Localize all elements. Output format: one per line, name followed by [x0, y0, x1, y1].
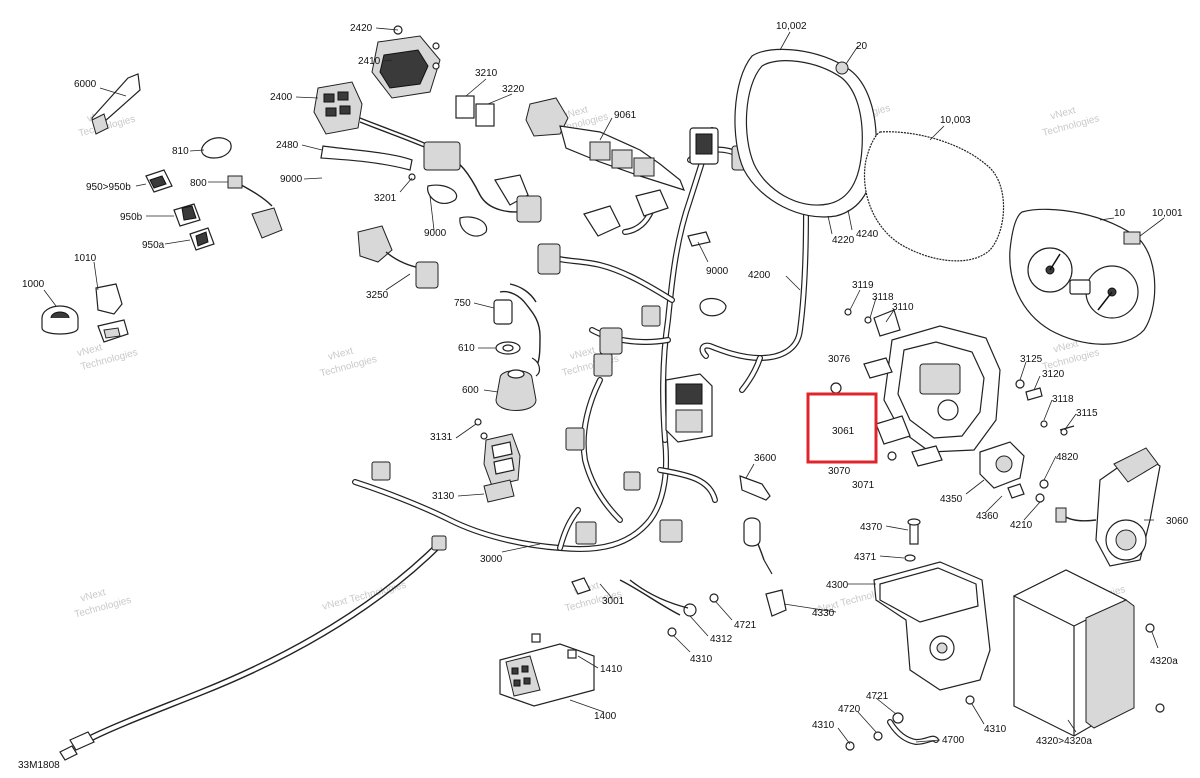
- label-3061[interactable]: 3061: [832, 426, 855, 437]
- label-4310-bottom[interactable]: 4310: [812, 720, 835, 731]
- label-10001[interactable]: 10,001: [1152, 208, 1183, 219]
- label-4320-range[interactable]: 4320>4320a: [1036, 736, 1092, 747]
- label-4820[interactable]: 4820: [1056, 452, 1079, 463]
- label-4240[interactable]: 4240: [856, 229, 879, 240]
- label-4720[interactable]: 4720: [838, 704, 861, 715]
- label-10002[interactable]: 10,002: [776, 21, 807, 32]
- label-3125[interactable]: 3125: [1020, 354, 1043, 365]
- label-950-range[interactable]: 950>950b: [86, 182, 131, 193]
- label-800[interactable]: 800: [190, 178, 207, 189]
- label-3070[interactable]: 3070: [828, 466, 851, 477]
- label-1400[interactable]: 1400: [594, 711, 617, 722]
- label-3115[interactable]: 3115: [1076, 408, 1098, 419]
- label-1010[interactable]: 1010: [74, 253, 97, 264]
- gauge-cluster-10: [734, 48, 1156, 345]
- drawing-id: 33M1808: [18, 760, 60, 771]
- label-2410[interactable]: 2410: [358, 56, 381, 67]
- label-4210[interactable]: 4210: [1010, 520, 1033, 531]
- label-3118-top[interactable]: 3118: [872, 292, 894, 303]
- mounting-bracket-4300: [873, 518, 991, 691]
- relay-box-3130: [474, 418, 521, 503]
- label-4200[interactable]: 4200: [748, 270, 771, 281]
- switch-assembly-2400: [313, 25, 542, 289]
- label-950a[interactable]: 950a: [142, 240, 165, 251]
- label-810[interactable]: 810: [172, 146, 189, 157]
- label-3060[interactable]: 3060: [1166, 516, 1189, 527]
- label-3118-right[interactable]: 3118: [1052, 394, 1074, 405]
- label-4721-bottom[interactable]: 4721: [866, 691, 889, 702]
- label-1000[interactable]: 1000: [22, 279, 45, 290]
- label-1410[interactable]: 1410: [600, 664, 623, 675]
- label-6000[interactable]: 6000: [74, 79, 97, 90]
- label-3120[interactable]: 3120: [1042, 369, 1065, 380]
- label-4330[interactable]: 4330: [812, 608, 835, 619]
- label-3210[interactable]: 3210: [475, 68, 498, 79]
- label-750[interactable]: 750: [454, 298, 471, 309]
- label-4360[interactable]: 4360: [976, 511, 999, 522]
- actuator-motor-3060: [1055, 447, 1161, 567]
- label-2420[interactable]: 2420: [350, 23, 373, 34]
- label-20[interactable]: 20: [856, 41, 868, 52]
- leader-lines: [43, 27, 1165, 745]
- label-3250[interactable]: 3250: [366, 290, 389, 301]
- label-3001[interactable]: 3001: [602, 596, 625, 607]
- label-4310-right[interactable]: 4310: [984, 724, 1007, 735]
- label-4721-center[interactable]: 4721: [734, 620, 757, 631]
- label-610[interactable]: 610: [458, 343, 475, 354]
- label-3131[interactable]: 3131: [430, 432, 453, 443]
- label-9000-right[interactable]: 9000: [706, 266, 729, 277]
- label-4310-center[interactable]: 4310: [690, 654, 713, 665]
- label-2400[interactable]: 2400: [270, 92, 293, 103]
- label-9000-top[interactable]: 9000: [280, 174, 303, 185]
- label-3076[interactable]: 3076: [828, 354, 851, 365]
- label-4220[interactable]: 4220: [832, 235, 855, 246]
- label-9061[interactable]: 9061: [614, 110, 637, 121]
- label-950b[interactable]: 950b: [120, 212, 143, 223]
- label-4300[interactable]: 4300: [826, 580, 849, 591]
- power-outlet-1000: [41, 283, 129, 343]
- center-harness-parts: [371, 97, 787, 637]
- label-9000-mid[interactable]: 9000: [424, 228, 447, 239]
- key-switch-600: [493, 283, 541, 411]
- label-4312[interactable]: 4312: [710, 634, 733, 645]
- label-4370[interactable]: 4370: [860, 522, 883, 533]
- label-2480[interactable]: 2480: [276, 140, 299, 151]
- label-4320a[interactable]: 4320a: [1150, 656, 1178, 667]
- label-4371[interactable]: 4371: [854, 552, 877, 563]
- label-3600[interactable]: 3600: [754, 453, 777, 464]
- label-10[interactable]: 10: [1114, 208, 1126, 219]
- highlight-box-3061[interactable]: [806, 392, 878, 464]
- ecu-module-4320: [1012, 569, 1165, 737]
- label-3130[interactable]: 3130: [432, 491, 455, 502]
- label-3071[interactable]: 3071: [852, 480, 875, 491]
- label-4700[interactable]: 4700: [942, 735, 965, 746]
- label-3201[interactable]: 3201: [374, 193, 397, 204]
- label-3220[interactable]: 3220: [502, 84, 525, 95]
- voltage-regulator-1400: [499, 633, 595, 707]
- label-3000[interactable]: 3000: [480, 554, 503, 565]
- label-10003[interactable]: 10,003: [940, 115, 971, 126]
- part-labels: 2420 2410 2400 2480 3210 3220 3201 9000 …: [18, 21, 1189, 771]
- label-3119[interactable]: 3119: [852, 280, 874, 291]
- left-small-parts: [91, 73, 283, 251]
- label-600[interactable]: 600: [462, 385, 479, 396]
- label-4350[interactable]: 4350: [940, 494, 963, 505]
- bracket-assembly-3110: [830, 308, 1075, 503]
- label-3110[interactable]: 3110: [892, 302, 914, 313]
